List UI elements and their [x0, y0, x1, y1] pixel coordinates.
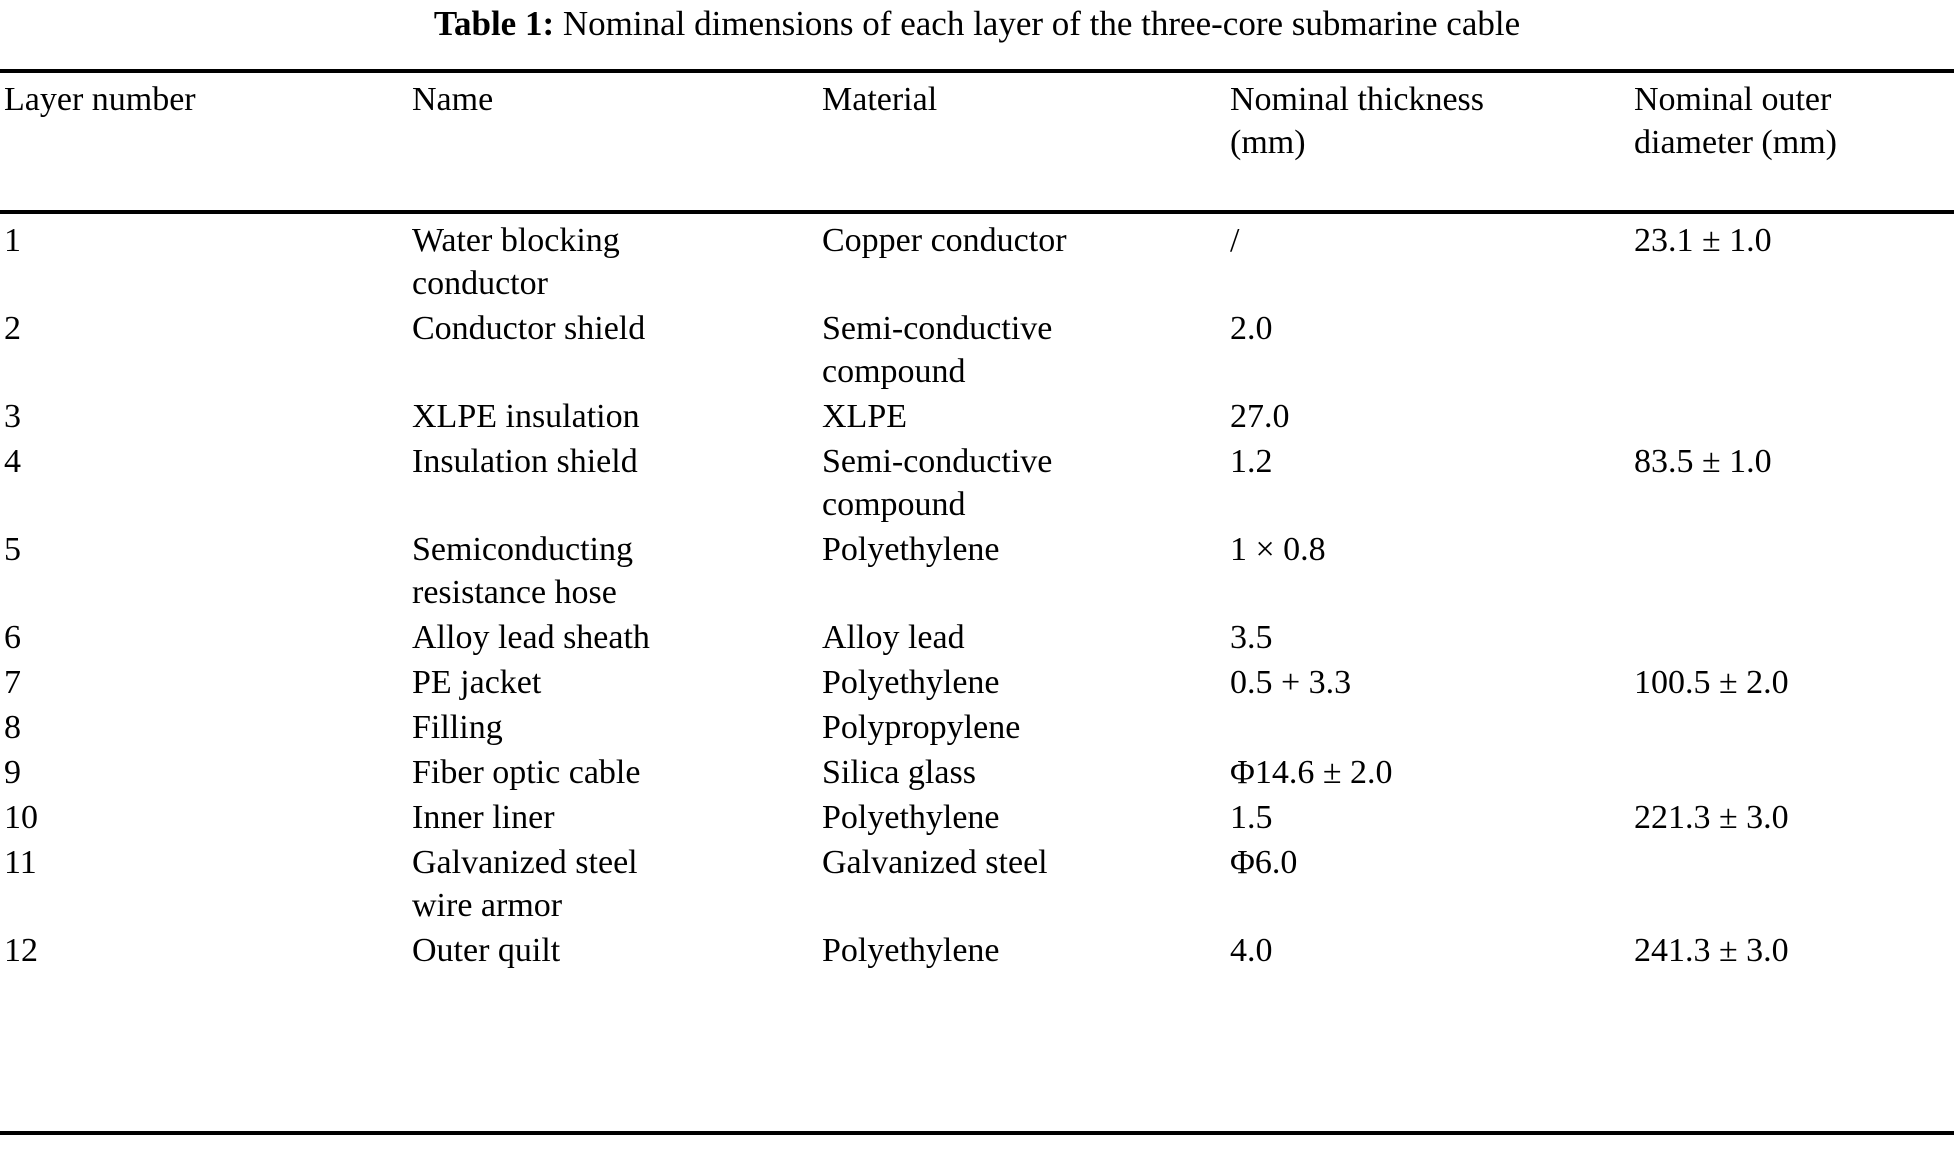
- cell-material: Alloy lead: [822, 619, 965, 656]
- cell-nominal-thickness: Φ14.6 ± 2.0: [1230, 754, 1393, 791]
- cell-layer-number: 1: [4, 222, 21, 259]
- header-cell-nominal-thickness: Nominal thickness (mm): [1230, 81, 1485, 161]
- cell-nominal-outer-diameter: 241.3 ± 3.0: [1634, 932, 1789, 969]
- cell-name: PE jacket: [412, 664, 542, 701]
- cell-nominal-outer-diameter: 23.1 ± 1.0: [1634, 222, 1772, 259]
- cell-nominal-thickness: Φ6.0: [1230, 844, 1298, 881]
- cell-layer-number: 9: [4, 754, 21, 791]
- cell-nominal-thickness: 4.0: [1230, 932, 1273, 969]
- cell-material: Silica glass: [822, 754, 976, 791]
- cell-material: Semi-conductive compound: [822, 443, 1053, 523]
- cell-name: XLPE insulation: [412, 398, 640, 435]
- cell-nominal-thickness: /: [1230, 222, 1240, 259]
- cell-nominal-thickness: 2.0: [1230, 310, 1273, 347]
- cell-material: XLPE: [822, 398, 907, 435]
- cell-material: Semi-conductive compound: [822, 310, 1053, 390]
- table-row: 4 Insulation shield Semi-conductive comp…: [0, 440, 1954, 528]
- cell-name: Alloy lead sheath: [412, 619, 650, 656]
- cell-layer-number: 3: [4, 398, 21, 435]
- cell-material: Polypropylene: [822, 709, 1021, 746]
- table-row: 3 XLPE insulation XLPE 27.0: [0, 395, 1954, 440]
- cell-nominal-thickness: 3.5: [1230, 619, 1273, 656]
- table-row: 2 Conductor shield Semi-conductive compo…: [0, 307, 1954, 395]
- table-body: 1 Water blocking conductor Copper conduc…: [0, 219, 1954, 974]
- cell-nominal-thickness: 0.5 + 3.3: [1230, 664, 1352, 701]
- cell-nominal-thickness: 1 × 0.8: [1230, 531, 1326, 568]
- table-row: 10 Inner liner Polyethylene 1.5 221.3 ± …: [0, 796, 1954, 841]
- cell-layer-number: 7: [4, 664, 21, 701]
- table-caption: Table 1: Nominal dimensions of each laye…: [0, 2, 1954, 46]
- table-row: 5 Semiconducting resistance hose Polyeth…: [0, 528, 1954, 616]
- cell-material: Polyethylene: [822, 799, 1000, 836]
- cell-material: Polyethylene: [822, 531, 1000, 568]
- table-row: 9 Fiber optic cable Silica glass Φ14.6 ±…: [0, 751, 1954, 796]
- header-cell-material: Material: [822, 81, 938, 118]
- cell-layer-number: 10: [4, 799, 38, 836]
- table-header-row: Layer number Name Material Nominal thick…: [0, 78, 1954, 206]
- cell-name: Water blocking conductor: [412, 222, 620, 302]
- cell-name: Outer quilt: [412, 932, 561, 969]
- cell-material: Polyethylene: [822, 932, 1000, 969]
- header-cell-layer-number: Layer number: [4, 81, 196, 118]
- cell-name: Inner liner: [412, 799, 555, 836]
- header-cell-name: Name: [412, 81, 494, 118]
- table-row: 8 Filling Polypropylene: [0, 706, 1954, 751]
- table-caption-text: Nominal dimensions of each layer of the …: [562, 4, 1521, 43]
- cell-layer-number: 5: [4, 531, 21, 568]
- table-row: 12 Outer quilt Polyethylene 4.0 241.3 ± …: [0, 929, 1954, 974]
- cell-name: Fiber optic cable: [412, 754, 641, 791]
- cell-name: Semiconducting resistance hose: [412, 531, 633, 611]
- cell-material: Polyethylene: [822, 664, 1000, 701]
- cell-nominal-thickness: 1.2: [1230, 443, 1273, 480]
- cell-nominal-outer-diameter: 221.3 ± 3.0: [1634, 799, 1789, 836]
- cell-nominal-outer-diameter: 83.5 ± 1.0: [1634, 443, 1772, 480]
- cell-material: Galvanized steel: [822, 844, 1048, 881]
- cell-layer-number: 4: [4, 443, 21, 480]
- table-row: 11 Galvanized steel wire armor Galvanize…: [0, 841, 1954, 929]
- cell-layer-number: 2: [4, 310, 21, 347]
- cell-layer-number: 6: [4, 619, 21, 656]
- cell-layer-number: 11: [4, 844, 37, 881]
- cell-name: Filling: [412, 709, 503, 746]
- header-row: Layer number Name Material Nominal thick…: [0, 78, 1954, 206]
- table-top-rule: [0, 69, 1954, 73]
- cell-layer-number: 8: [4, 709, 21, 746]
- cell-layer-number: 12: [4, 932, 38, 969]
- table-row: 7 PE jacket Polyethylene 0.5 + 3.3 100.5…: [0, 661, 1954, 706]
- cell-material: Copper conductor: [822, 222, 1067, 259]
- cell-nominal-outer-diameter: 100.5 ± 2.0: [1634, 664, 1789, 701]
- table-row: 6 Alloy lead sheath Alloy lead 3.5: [0, 616, 1954, 661]
- table-row: 1 Water blocking conductor Copper conduc…: [0, 219, 1954, 307]
- cell-nominal-thickness: 27.0: [1230, 398, 1290, 435]
- table-header-rule: [0, 210, 1954, 214]
- table-caption-label: Table 1:: [433, 4, 555, 43]
- cell-name: Conductor shield: [412, 310, 646, 347]
- cell-name: Galvanized steel wire armor: [412, 844, 638, 924]
- cell-name: Insulation shield: [412, 443, 638, 480]
- header-cell-nominal-outer-diameter: Nominal outer diameter (mm): [1634, 81, 1837, 161]
- table-bottom-rule: [0, 1131, 1954, 1135]
- cell-nominal-thickness: 1.5: [1230, 799, 1273, 836]
